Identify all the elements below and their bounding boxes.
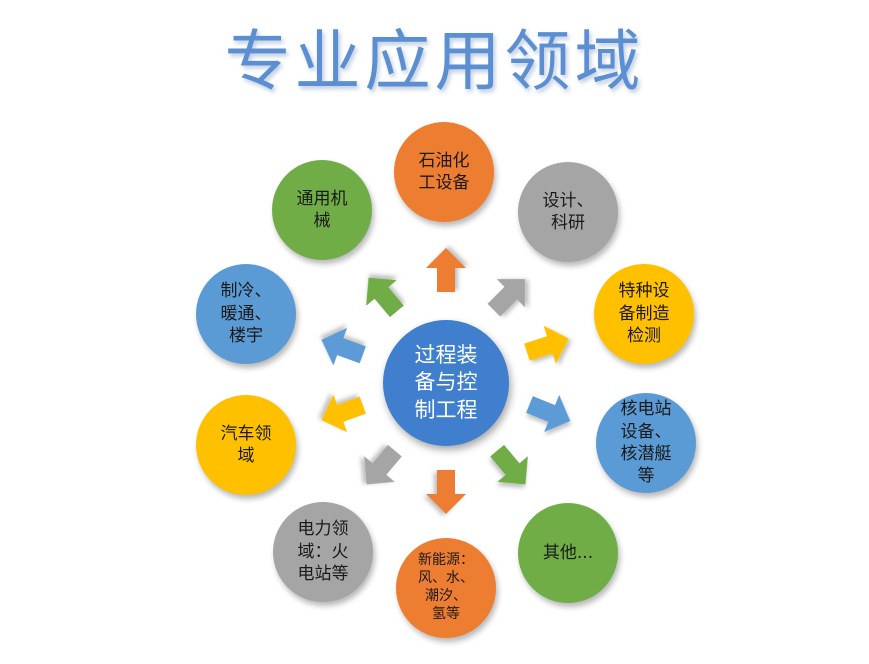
node-nuclear-equipment: 核电站 设备、 核潜艇 等 bbox=[596, 393, 696, 493]
arrow-icon bbox=[526, 394, 571, 433]
node-petrochemical-equipment: 石油化 工设备 bbox=[394, 122, 494, 222]
node-special-equipment: 特种设 备制造 检测 bbox=[594, 264, 694, 364]
node-general-machinery: 通用机 械 bbox=[272, 160, 372, 260]
arrow-icon bbox=[364, 444, 402, 485]
arrow-icon bbox=[487, 279, 525, 317]
arrow-icon bbox=[524, 325, 569, 364]
arrow-icon bbox=[426, 470, 466, 514]
arrow-icon bbox=[321, 327, 366, 366]
node-new-energy: 新能源： 风、水、 潮汐、 氢等 bbox=[396, 538, 496, 638]
node-hvac-buildings: 制冷、 暖通、 楼宇 bbox=[196, 264, 296, 364]
node-design-research: 设计、 科研 bbox=[518, 162, 618, 262]
arrow-icon bbox=[426, 248, 466, 292]
center-node-process-equipment: 过程装 备与控 制工程 bbox=[383, 320, 509, 446]
arrow-icon bbox=[321, 394, 366, 433]
page-title: 专业应用领域 bbox=[224, 23, 645, 100]
node-automotive: 汽车领 域 bbox=[196, 395, 296, 495]
node-power-field: 电力领 域：火 电站等 bbox=[273, 502, 373, 602]
arrow-icon bbox=[490, 444, 528, 485]
node-other: 其他... bbox=[518, 503, 618, 603]
arrow-icon bbox=[366, 277, 404, 318]
